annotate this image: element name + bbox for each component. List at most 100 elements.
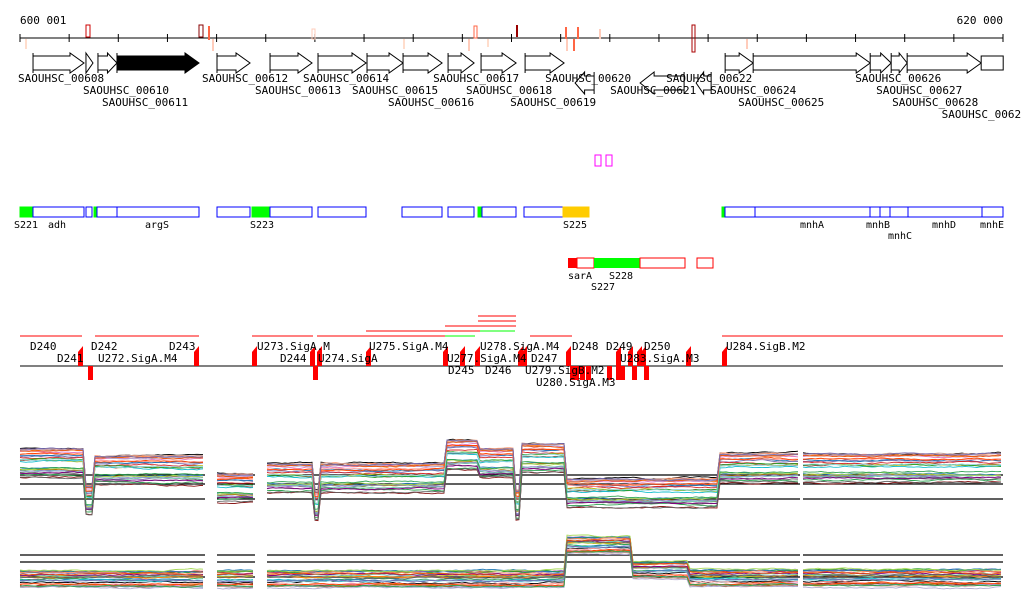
tss-marker[interactable] bbox=[566, 346, 571, 366]
tss-marker[interactable] bbox=[518, 346, 523, 366]
tss-marker[interactable] bbox=[522, 346, 527, 366]
tss-marker[interactable] bbox=[313, 366, 318, 380]
gene-arrow-icon[interactable] bbox=[574, 70, 595, 96]
gene-SAOUHSC_00615[interactable] bbox=[366, 52, 404, 74]
gene-SAOUHSC_00617[interactable] bbox=[447, 51, 475, 75]
tss-marker[interactable] bbox=[586, 366, 591, 380]
gene-arrow-icon[interactable] bbox=[317, 52, 367, 74]
annotation-box[interactable] bbox=[216, 206, 251, 218]
gene-SAOUHSC_00628[interactable] bbox=[906, 52, 983, 74]
gene-arrow-icon[interactable] bbox=[97, 51, 118, 75]
tss-marker[interactable] bbox=[475, 346, 480, 366]
gene-SAOUHSC_00616[interactable] bbox=[402, 52, 443, 74]
tss-marker[interactable] bbox=[617, 366, 622, 380]
annotation-site[interactable] bbox=[251, 206, 271, 218]
gene-SAOUHSC_00618[interactable] bbox=[480, 52, 517, 74]
tss-marker[interactable] bbox=[574, 366, 579, 380]
gene-SAOUHSC_00624[interactable] bbox=[724, 52, 755, 74]
annotation-box[interactable] bbox=[889, 206, 909, 218]
gene-arrow-icon[interactable] bbox=[366, 52, 404, 74]
gene-arrow-icon[interactable] bbox=[524, 52, 565, 74]
gene-arrow-icon[interactable] bbox=[269, 52, 313, 74]
gene-arrow-icon[interactable] bbox=[695, 70, 712, 96]
region-box[interactable] bbox=[576, 257, 595, 269]
tss-marker[interactable] bbox=[78, 346, 83, 366]
feature-mark[interactable] bbox=[403, 39, 405, 49]
tss-marker[interactable] bbox=[722, 346, 727, 366]
feature-mark[interactable] bbox=[566, 39, 568, 51]
annotation-box[interactable] bbox=[523, 206, 564, 218]
tss-marker[interactable] bbox=[310, 346, 315, 366]
feature-mark[interactable] bbox=[577, 27, 579, 39]
feature-mark[interactable] bbox=[473, 25, 478, 39]
gene-SAOUHSC_00619[interactable] bbox=[524, 52, 565, 74]
tss-marker[interactable] bbox=[686, 346, 691, 366]
tss-marker[interactable] bbox=[252, 346, 257, 366]
gene-SAOUHSC_0062[interactable] bbox=[980, 55, 1004, 71]
feature-mark[interactable] bbox=[691, 24, 696, 53]
gene-SAOUHSC_00611[interactable] bbox=[116, 52, 200, 74]
annotation-box[interactable] bbox=[447, 206, 475, 218]
feature-mark[interactable] bbox=[746, 39, 748, 49]
gene-SAOUHSC_00622[interactable] bbox=[695, 70, 712, 96]
feature-mark[interactable] bbox=[212, 39, 214, 51]
annotation-box[interactable] bbox=[724, 206, 756, 218]
feature-mark[interactable] bbox=[599, 29, 601, 39]
feature-mark[interactable] bbox=[85, 24, 91, 38]
gene-SAOUHSC_00620[interactable] bbox=[574, 70, 595, 96]
annotation-site[interactable] bbox=[19, 206, 34, 218]
feature-mark[interactable] bbox=[468, 39, 470, 51]
tss-marker[interactable] bbox=[317, 346, 322, 366]
gene-arrow-icon[interactable] bbox=[32, 52, 85, 74]
feature-mark[interactable] bbox=[25, 39, 27, 49]
gene-SAOUHSC_00627[interactable] bbox=[890, 51, 908, 75]
gene-SAOUHSC_00621[interactable] bbox=[639, 70, 685, 96]
tss-marker[interactable] bbox=[194, 346, 199, 366]
annotation-box[interactable] bbox=[317, 206, 367, 218]
annotation-box[interactable] bbox=[481, 206, 517, 218]
tss-marker[interactable] bbox=[443, 346, 448, 366]
annotation-box[interactable] bbox=[869, 206, 881, 218]
feature-mark[interactable] bbox=[565, 27, 567, 39]
gene-SAOUHSC_00610[interactable] bbox=[97, 51, 118, 75]
gene-arrow-icon[interactable] bbox=[216, 52, 251, 74]
gene-SAOUHSC_00613[interactable] bbox=[269, 52, 313, 74]
tss-marker[interactable] bbox=[641, 346, 646, 366]
gene-SAOUHSC_00612[interactable] bbox=[216, 52, 251, 74]
gene-arrow-icon[interactable] bbox=[116, 52, 200, 74]
gene-arrow-icon[interactable] bbox=[639, 70, 685, 96]
gene-arrow-icon[interactable] bbox=[402, 52, 443, 74]
annotation-box[interactable] bbox=[879, 206, 891, 218]
annotation-site[interactable] bbox=[562, 206, 590, 218]
gene-arrow-icon[interactable] bbox=[85, 51, 94, 75]
region-box[interactable] bbox=[639, 257, 686, 269]
gene-arrow-icon[interactable] bbox=[724, 52, 755, 74]
magenta-feature[interactable] bbox=[594, 154, 602, 167]
tss-marker[interactable] bbox=[366, 346, 371, 366]
annotation-site[interactable] bbox=[477, 206, 483, 218]
tss-marker[interactable] bbox=[607, 366, 612, 380]
annotation-box[interactable] bbox=[96, 206, 118, 218]
tss-marker[interactable] bbox=[580, 366, 585, 380]
gene-arrow-icon[interactable] bbox=[480, 52, 517, 74]
annotation-box[interactable] bbox=[32, 206, 85, 218]
gene-arrow-icon[interactable] bbox=[890, 51, 908, 75]
feature-mark[interactable] bbox=[487, 39, 489, 47]
annotation-box[interactable] bbox=[116, 206, 200, 218]
gene-arrow-icon[interactable] bbox=[447, 51, 475, 75]
feature-mark[interactable] bbox=[516, 25, 518, 37]
tss-marker[interactable] bbox=[628, 346, 633, 366]
annotation-box[interactable] bbox=[981, 206, 1004, 218]
annotation-box[interactable] bbox=[85, 206, 93, 218]
gene-arrow-icon[interactable] bbox=[906, 52, 983, 74]
tss-marker[interactable] bbox=[632, 366, 637, 380]
gene-arrow-icon[interactable] bbox=[869, 51, 892, 75]
region-sarA[interactable] bbox=[568, 258, 577, 268]
magenta-feature[interactable] bbox=[605, 154, 613, 167]
tss-marker[interactable] bbox=[616, 346, 621, 366]
feature-mark[interactable] bbox=[198, 24, 204, 38]
tss-marker[interactable] bbox=[570, 366, 575, 380]
annotation-box[interactable] bbox=[401, 206, 443, 218]
tss-marker[interactable] bbox=[644, 366, 649, 380]
feature-mark[interactable] bbox=[208, 26, 210, 40]
